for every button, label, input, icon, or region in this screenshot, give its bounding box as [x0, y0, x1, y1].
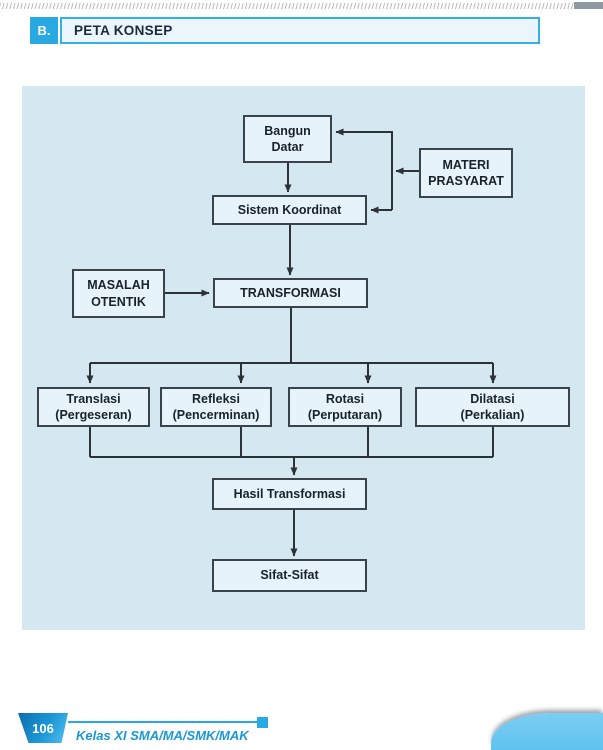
diagram-connectors: [86, 128, 497, 557]
top-hatch-rule-dark-end: [574, 2, 603, 9]
page-number-badge: 106: [18, 713, 68, 743]
section-header: B. PETA KONSEP: [30, 17, 540, 44]
node-translasi: Translasi (Pergeseran): [37, 387, 150, 427]
concept-map-panel: Bangun Datar MATERI PRASYARAT Sistem Koo…: [22, 86, 585, 630]
node-bangun-datar: Bangun Datar: [243, 115, 332, 163]
node-materi-prasyarat: MATERI PRASYARAT: [419, 148, 513, 198]
node-sistem-koordinat: Sistem Koordinat: [212, 195, 367, 225]
node-dilatasi: Dilatasi (Perkalian): [415, 387, 570, 427]
corner-swoosh-decoration: [491, 713, 603, 750]
node-sifat-sifat: Sifat-Sifat: [212, 559, 367, 592]
footer-rule: [68, 721, 258, 723]
node-hasil-transformasi: Hasil Transformasi: [212, 478, 367, 510]
node-rotasi: Rotasi (Perputaran): [288, 387, 402, 427]
footer-book-title: Kelas XI SMA/MA/SMK/MAK: [76, 728, 249, 743]
top-hatch-rule: [0, 3, 603, 9]
section-title: PETA KONSEP: [60, 17, 540, 44]
edge-feeder-bangun: [335, 128, 393, 210]
node-masalah-otentik: MASALAH OTENTIK: [72, 269, 165, 318]
node-transformasi: TRANSFORMASI: [213, 278, 368, 308]
node-refleksi: Refleksi (Pencerminan): [160, 387, 272, 427]
footer-rule-endcap: [257, 717, 268, 728]
section-index-badge: B.: [30, 17, 58, 44]
